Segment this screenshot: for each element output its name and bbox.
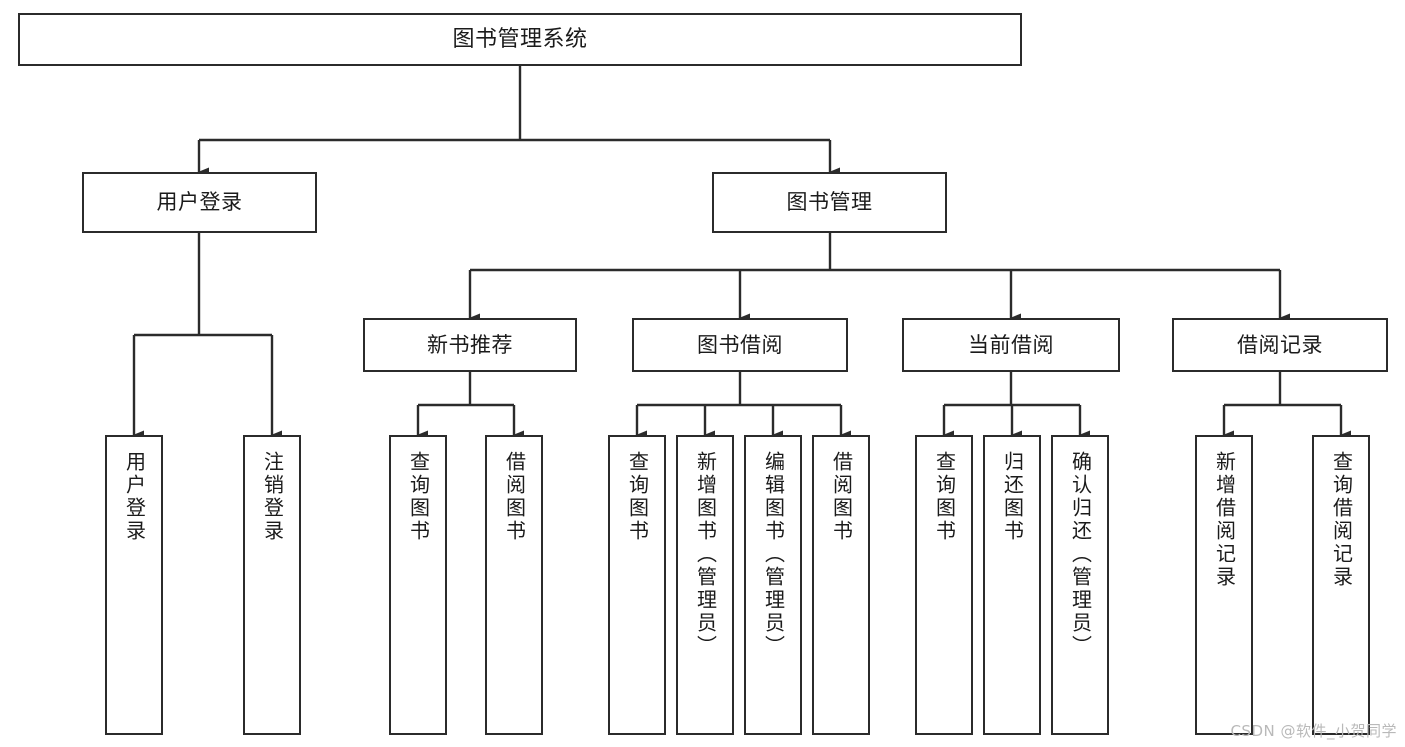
node-label: 归还图书 (1000, 451, 1025, 543)
node-label: 新增图书（管理员） (693, 451, 718, 658)
node-label: 图书管理 (786, 190, 873, 215)
node-label: 图书借阅 (697, 332, 783, 357)
node-root[interactable]: 图书管理系统 (18, 13, 1022, 66)
node-leaf-edit-book[interactable]: 编辑图书（管理员） (744, 435, 802, 735)
node-user-login[interactable]: 用户登录 (82, 172, 317, 233)
node-leaf-return-book[interactable]: 归还图书 (983, 435, 1041, 735)
node-label: 新书推荐 (427, 332, 513, 357)
node-label: 借阅图书 (502, 451, 527, 543)
node-label: 查询借阅记录 (1329, 451, 1354, 589)
node-label: 用户登录 (156, 190, 243, 215)
node-leaf-user-login[interactable]: 用户登录 (105, 435, 163, 735)
node-label: 借阅记录 (1237, 332, 1323, 357)
node-leaf-borrow-book-2[interactable]: 借阅图书 (812, 435, 870, 735)
node-borrow-record[interactable]: 借阅记录 (1172, 318, 1388, 372)
node-leaf-query-book-1[interactable]: 查询图书 (389, 435, 447, 735)
node-label: 编辑图书（管理员） (761, 451, 786, 658)
node-label: 注销登录 (260, 451, 285, 543)
node-new-book-recommend[interactable]: 新书推荐 (363, 318, 577, 372)
node-leaf-confirm-return[interactable]: 确认归还（管理员） (1051, 435, 1109, 735)
node-leaf-add-record[interactable]: 新增借阅记录 (1195, 435, 1253, 735)
node-label: 图书管理系统 (452, 26, 588, 52)
node-leaf-query-record[interactable]: 查询借阅记录 (1312, 435, 1370, 735)
node-label: 确认归还（管理员） (1068, 451, 1093, 658)
node-label: 查询图书 (932, 451, 957, 543)
node-label: 用户登录 (122, 451, 147, 543)
node-leaf-add-book[interactable]: 新增图书（管理员） (676, 435, 734, 735)
node-book-manage[interactable]: 图书管理 (712, 172, 947, 233)
node-book-borrow[interactable]: 图书借阅 (632, 318, 848, 372)
node-label: 新增借阅记录 (1212, 451, 1237, 589)
node-label: 查询图书 (625, 451, 650, 543)
node-leaf-borrow-book-1[interactable]: 借阅图书 (485, 435, 543, 735)
node-label: 借阅图书 (829, 451, 854, 543)
node-leaf-query-book-3[interactable]: 查询图书 (915, 435, 973, 735)
node-leaf-query-book-2[interactable]: 查询图书 (608, 435, 666, 735)
watermark: CSDN @软件_小贺同学 (1230, 722, 1397, 740)
node-leaf-user-logout[interactable]: 注销登录 (243, 435, 301, 735)
node-label: 查询图书 (406, 451, 431, 543)
node-label: 当前借阅 (968, 332, 1054, 357)
node-current-borrow[interactable]: 当前借阅 (902, 318, 1120, 372)
